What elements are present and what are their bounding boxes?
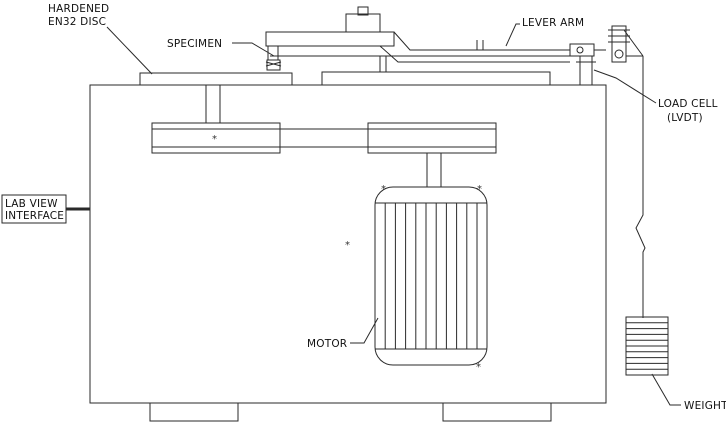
foot-right xyxy=(442,402,552,422)
marker-motor-bottom: * xyxy=(476,362,481,373)
weight xyxy=(625,316,669,376)
motor xyxy=(374,186,488,366)
hardened-disc xyxy=(139,72,293,86)
motor-shaft xyxy=(426,152,442,188)
load-cell-label-line2: (LVDT) xyxy=(667,112,703,124)
load-cell-label-line1: LOAD CELL xyxy=(658,98,718,110)
marker-body: * xyxy=(345,240,350,251)
weight-cord xyxy=(635,56,646,318)
labview-interface-box xyxy=(1,194,67,224)
drive-belt xyxy=(279,128,369,148)
motor-leader xyxy=(350,317,379,344)
disc-label-line1: HARDENED xyxy=(48,3,109,15)
specimen-leader xyxy=(232,42,275,57)
weight-pulley xyxy=(608,25,644,63)
pulley-right xyxy=(367,122,497,154)
lever-arm-leader xyxy=(505,23,520,47)
weight-leader xyxy=(651,373,681,406)
lever-arm xyxy=(265,6,606,72)
disc-shaft xyxy=(205,84,221,124)
labview-label-line2: INTERFACE xyxy=(5,210,64,222)
marker-motor-top-right: * xyxy=(477,184,482,195)
foot-left xyxy=(149,402,239,422)
motor-label: MOTOR xyxy=(307,338,347,350)
load-cell-leader xyxy=(593,69,657,104)
disc-label-line2: EN32 DISC xyxy=(48,16,106,28)
specimen-holder xyxy=(265,45,282,71)
labview-label-line1: LAB VIEW xyxy=(5,198,58,210)
marker-pulley: * xyxy=(212,134,217,145)
disc-leader xyxy=(106,26,153,75)
specimen-label: SPECIMEN xyxy=(167,38,222,50)
weight-label: WEIGHT xyxy=(684,400,726,412)
top-plate-right xyxy=(321,71,551,86)
lever-arm-label: LEVER ARM xyxy=(522,17,584,29)
load-cell xyxy=(576,55,596,86)
marker-motor-top-left: * xyxy=(381,184,386,195)
